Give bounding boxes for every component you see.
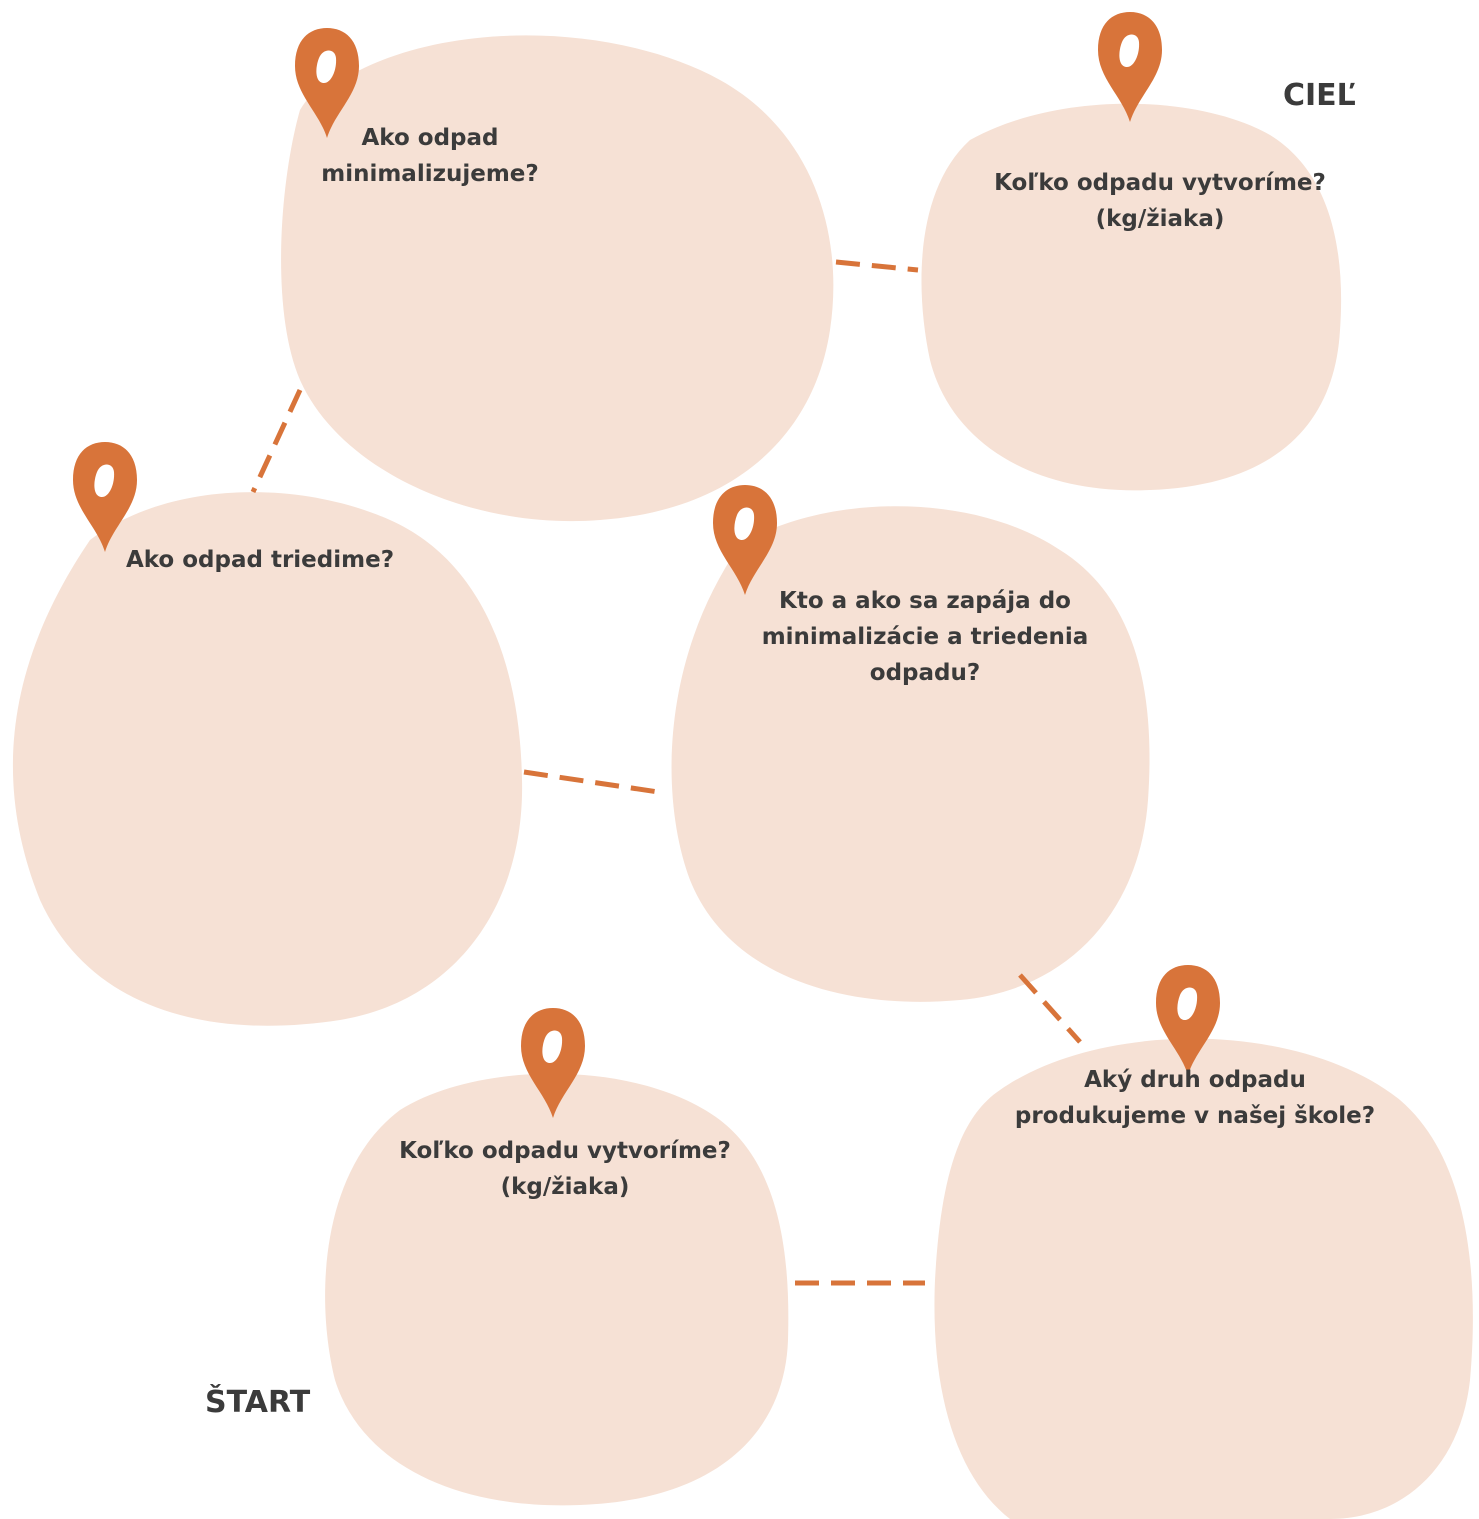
question-sort: Ako odpad triedime? xyxy=(125,547,395,573)
question-minimize: Ako odpad minimalizujeme? xyxy=(321,125,539,187)
question-who: Kto a ako sa zapája do minimalizácie a t… xyxy=(761,588,1089,686)
connector-sort-minimize xyxy=(250,388,303,494)
stop-blob-sort xyxy=(12,492,523,1026)
stop-blob-goal xyxy=(921,103,1342,491)
stop-blob-minimize xyxy=(281,35,834,522)
connector-who-type xyxy=(1018,973,1082,1044)
stop-blob-start xyxy=(325,1073,789,1506)
stop-blob-who xyxy=(671,506,1150,1002)
stop-blob-type xyxy=(934,1038,1473,1519)
end-label: CIEĽ xyxy=(1283,78,1356,113)
question-type: Aký druh odpadu produkujeme v našej škol… xyxy=(1014,1067,1376,1129)
start-label: ŠTART xyxy=(205,1385,311,1420)
connector-minimize-goal xyxy=(835,259,919,273)
connector-sort-who xyxy=(523,769,666,796)
question-start: Koľko odpadu vytvoríme? (kg/žiaka) xyxy=(399,1138,731,1200)
question-goal: Koľko odpadu vytvoríme? (kg/žiaka) xyxy=(994,170,1326,232)
